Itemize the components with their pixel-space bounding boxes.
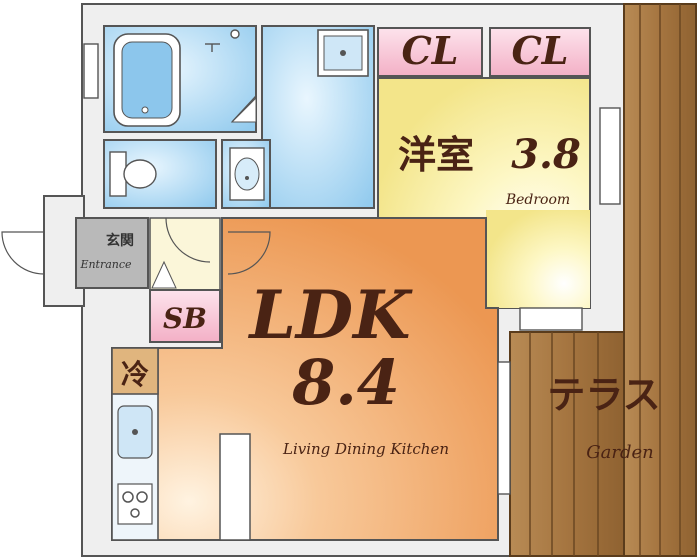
shoe-box-label: SB: [163, 302, 207, 335]
washing-machine: [317, 29, 369, 77]
wash-basin: [229, 147, 265, 201]
bedroom-label: 洋室: [398, 132, 474, 177]
ldk-door: [227, 231, 271, 275]
bedroom-subtitle: Bedroom: [505, 192, 570, 208]
ldk-label: LDK: [247, 276, 413, 354]
closet-1-label: CL: [402, 28, 459, 73]
ldk-column: [219, 433, 251, 541]
faucet: [205, 29, 240, 52]
bedroom-extension: [486, 210, 590, 308]
ldk-subtitle: Living Dining Kitchen: [282, 440, 449, 458]
hall-door: [165, 217, 211, 263]
hall: [149, 217, 221, 291]
entrance: 玄関 Entrance: [75, 217, 149, 289]
stove-icon: [117, 483, 153, 525]
closet-2-label: CL: [512, 28, 569, 73]
entrance-subtitle: Entrance: [79, 258, 132, 271]
terrace-subtitle: Garden: [586, 442, 653, 463]
ldk: [111, 217, 499, 541]
ldk-size: 8.4: [291, 346, 400, 419]
kitchen-counter: 冷: [111, 347, 159, 541]
toilet: [109, 151, 157, 197]
fridge-label: 冷: [121, 358, 149, 391]
windows: [83, 43, 621, 495]
closet-2: CL: [489, 27, 591, 77]
terrace-label: テラス: [547, 372, 660, 417]
washer-pan: [230, 96, 257, 123]
bathtub: [113, 33, 181, 127]
shoe-box: SB: [149, 289, 221, 343]
closet-1: CL: [377, 27, 483, 77]
bedroom-size: 3.8: [511, 131, 581, 178]
terrace-area: [509, 3, 697, 557]
entrance-label: 玄関: [106, 232, 134, 249]
entrance-door: [1, 231, 45, 275]
